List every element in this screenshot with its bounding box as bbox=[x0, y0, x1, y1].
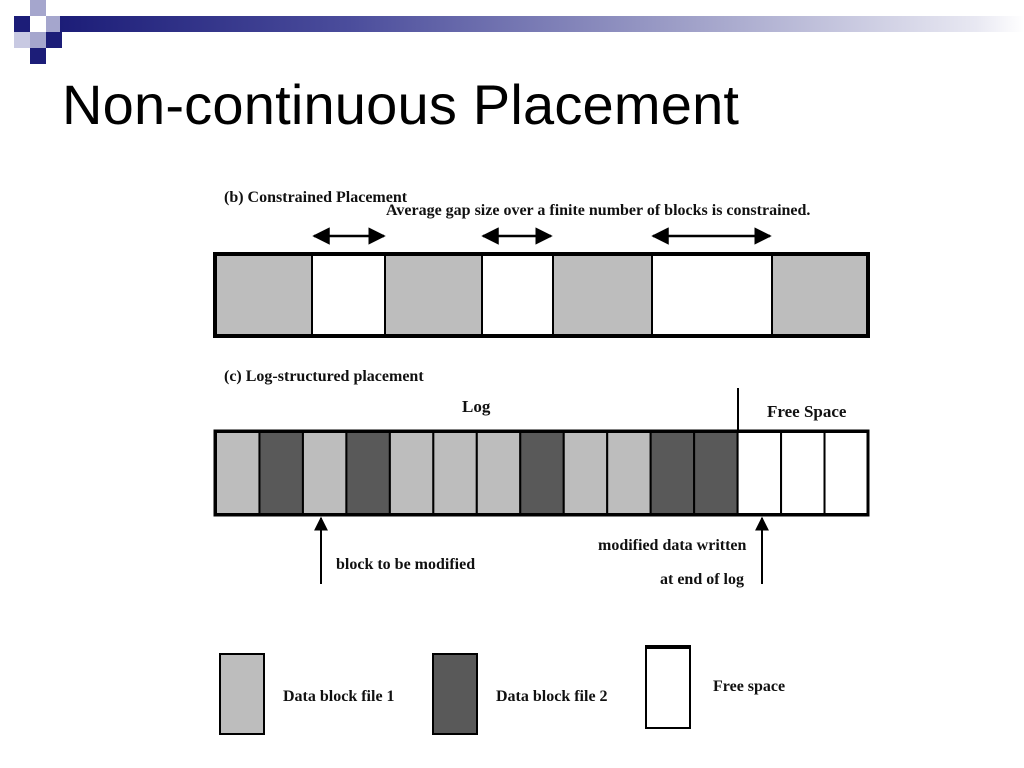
log-block-file1 bbox=[301, 431, 348, 515]
log-block-file2 bbox=[345, 431, 391, 515]
constrained-gap-block bbox=[311, 254, 386, 336]
log-block-file2 bbox=[519, 431, 565, 515]
legend-swatch-file2 bbox=[432, 653, 478, 735]
log-row-border bbox=[213, 429, 870, 517]
header-gradient-bar bbox=[60, 16, 1024, 32]
log-block-file1 bbox=[606, 431, 652, 515]
log-block-file1 bbox=[388, 431, 435, 515]
constrained-data-block bbox=[384, 254, 483, 336]
legend-label-free: Free space bbox=[713, 678, 785, 695]
log-block-file1 bbox=[562, 431, 609, 515]
constrained-gap-block bbox=[481, 254, 554, 336]
free-space-label: Free Space bbox=[767, 402, 847, 421]
constrained-data-block bbox=[215, 254, 313, 336]
written-label-line2: at end of log bbox=[660, 571, 744, 588]
log-label: Log bbox=[462, 397, 491, 416]
constrained-gap-block bbox=[651, 254, 773, 336]
constrained-row-border bbox=[213, 252, 870, 338]
log-block-free bbox=[823, 431, 869, 515]
constrained-data-block bbox=[552, 254, 653, 336]
log-block-file1 bbox=[432, 431, 478, 515]
constrained-note: Average gap size over a finite number of… bbox=[386, 202, 810, 219]
log-block-free bbox=[736, 431, 783, 515]
written-label-line1: modified data written bbox=[598, 537, 747, 554]
constrained-data-block bbox=[771, 254, 868, 336]
constrained-heading: (b) Constrained Placement bbox=[224, 189, 408, 206]
legend: Data block file 1 Data block file 2 Free… bbox=[219, 645, 785, 735]
legend-label-file1: Data block file 1 bbox=[283, 688, 395, 705]
corner-decoration bbox=[0, 0, 80, 64]
log-heading: (c) Log-structured placement bbox=[224, 368, 424, 385]
log-block-file2 bbox=[649, 431, 696, 515]
legend-swatch-free bbox=[645, 645, 691, 729]
log-block-free bbox=[780, 431, 826, 515]
log-block-file2 bbox=[258, 431, 304, 515]
constrained-block-row bbox=[213, 252, 870, 338]
block-to-modify-label: block to be modified bbox=[336, 556, 475, 573]
log-block-row bbox=[213, 429, 870, 517]
slide-title: Non-continuous Placement bbox=[62, 73, 740, 136]
legend-label-file2: Data block file 2 bbox=[496, 688, 608, 705]
log-block-file2 bbox=[693, 431, 739, 515]
legend-swatch-file1 bbox=[219, 653, 265, 735]
log-block-file1 bbox=[215, 431, 261, 515]
log-block-file1 bbox=[475, 431, 522, 515]
